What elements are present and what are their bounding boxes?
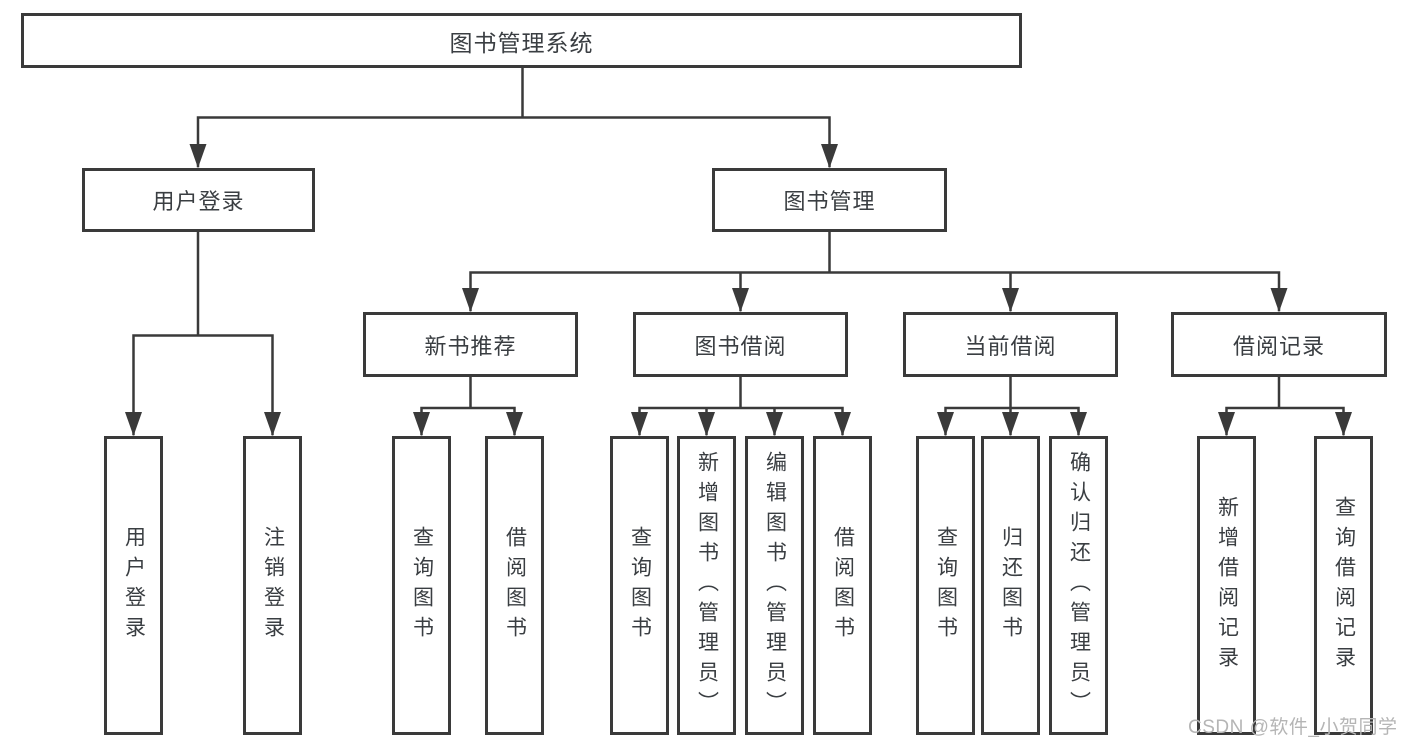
leaf-add-borrow-record: 新增借阅记录 (1197, 436, 1256, 735)
connector-borrow-records-to-leaves (1225, 375, 1345, 436)
node-current-borrow: 当前借阅 (903, 312, 1118, 377)
leaf-add-books-admin: 新增图书（管理员） (677, 436, 736, 735)
node-book-management: 图书管理 (712, 168, 947, 232)
leaf-query-books-recommend: 查询图书 (392, 436, 451, 735)
connector-user-login-to-leaves (132, 230, 274, 436)
connector-new-book-to-leaves (420, 375, 516, 436)
leaf-logout: 注销登录 (243, 436, 302, 735)
leaf-user-login: 用户登录 (104, 436, 163, 735)
connector-current-borrow-to-leaves (944, 375, 1080, 436)
node-book-borrow: 图书借阅 (633, 312, 848, 377)
leaf-edit-books-admin: 编辑图书（管理员） (745, 436, 804, 735)
connector-book-borrow-to-leaves (638, 375, 844, 436)
node-user-login: 用户登录 (82, 168, 315, 232)
leaf-confirm-return-admin: 确认归还（管理员） (1049, 436, 1108, 735)
leaf-query-books-current: 查询图书 (916, 436, 975, 735)
node-new-book-recommend: 新书推荐 (363, 312, 578, 377)
csdn-watermark: CSDN @软件_小贺同学 (1188, 717, 1398, 738)
node-library-management-system: 图书管理系统 (21, 13, 1022, 68)
leaf-borrow-books: 借阅图书 (813, 436, 872, 735)
leaf-query-books-borrow: 查询图书 (610, 436, 669, 735)
leaf-return-books: 归还图书 (981, 436, 1040, 735)
connector-root-to-level2 (196, 66, 831, 168)
node-borrow-records: 借阅记录 (1171, 312, 1387, 377)
leaf-query-borrow-record: 查询借阅记录 (1314, 436, 1373, 735)
leaf-borrow-books-recommend: 借阅图书 (485, 436, 544, 735)
connector-book-management-to-level3 (469, 230, 1281, 312)
